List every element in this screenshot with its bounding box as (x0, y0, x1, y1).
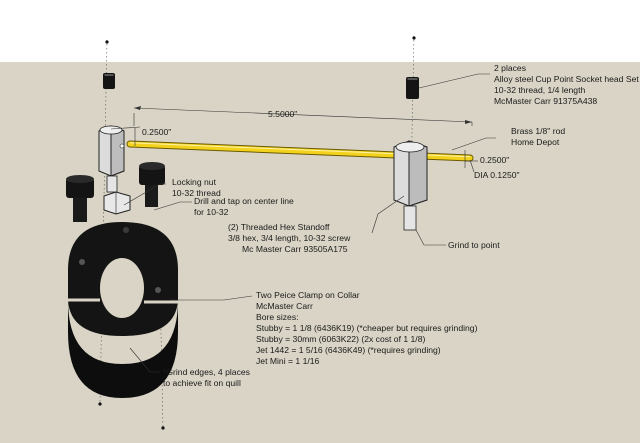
guide-point (161, 426, 165, 430)
dim-rod-length-text: 5.5000" (268, 109, 297, 119)
svg-text:McMaster Carr 91375A438: McMaster Carr 91375A438 (494, 96, 597, 106)
label-drill-tap: Drill and tap on center line for 10-32 (194, 196, 294, 217)
guide-point (105, 40, 109, 44)
dimension-rod-length: 5.5000" (133, 106, 473, 126)
svg-text:Alloy steel Cup Point Socket h: Alloy steel Cup Point Socket head Set S (494, 74, 640, 84)
svg-text:10-32 thread: 10-32 thread (172, 188, 221, 198)
svg-text:Grind to point: Grind to point (448, 240, 500, 250)
set-screw-right[interactable] (406, 77, 419, 99)
dim-offset-left-text: 0.2500" (142, 127, 171, 137)
svg-text:Brass 1/8" rod: Brass 1/8" rod (511, 126, 565, 136)
label-grind-edges: *Grind edges, 4 places to achieve fit on… (163, 367, 250, 388)
svg-text:Stubby = 30mm (6063K22) (2x co: Stubby = 30mm (6063K22) (2x cost of 1 1/… (256, 334, 425, 344)
svg-text:Drill and tap on center line: Drill and tap on center line (194, 196, 294, 206)
guide-point (98, 402, 102, 406)
set-screw-left[interactable] (103, 73, 115, 89)
svg-text:Jet Mini = 1 1/16: Jet Mini = 1 1/16 (256, 356, 320, 366)
hex-standoff-right[interactable] (393, 140, 428, 231)
svg-text:10-32 thread, 1/4 length: 10-32 thread, 1/4 length (494, 85, 585, 95)
label-set-screw: 2 places Alloy steel Cup Point Socket he… (494, 63, 640, 106)
svg-text:Stubby = 1 1/8 (6436K19) (*che: Stubby = 1 1/8 (6436K19) (*cheaper but r… (256, 323, 478, 333)
cap-screw-left[interactable] (66, 175, 94, 222)
svg-text:to achieve fit on quill: to achieve fit on quill (163, 378, 241, 388)
svg-text:*Grind edges, 4 places: *Grind edges, 4 places (163, 367, 250, 377)
svg-text:Bore sizes:: Bore sizes: (256, 312, 299, 322)
svg-text:(2) Threaded Hex Standoff: (2) Threaded Hex Standoff (228, 222, 330, 232)
cap-screw-right[interactable] (139, 162, 165, 207)
guide-point (412, 36, 416, 40)
dim-diameter-text: DIA 0.1250" (474, 170, 520, 180)
label-brass-rod: Brass 1/8" rod Home Depot (511, 126, 565, 147)
svg-text:Home Depot: Home Depot (511, 137, 560, 147)
locking-nut[interactable] (103, 191, 131, 215)
svg-text:3/8 hex, 3/4 length, 10-32 scr: 3/8 hex, 3/4 length, 10-32 screw (228, 233, 351, 243)
label-hex-standoff: (2) Threaded Hex Standoff 3/8 hex, 3/4 l… (228, 222, 351, 254)
label-locking-nut: Locking nut 10-32 thread (172, 177, 221, 198)
dimension-offset-left: 0.2500" (110, 126, 171, 146)
svg-text:Jet 1442 = 1 5/16 (6436K49) (*: Jet 1442 = 1 5/16 (6436K49) (*requires g… (256, 345, 441, 355)
hex-standoff-left[interactable] (98, 125, 125, 193)
svg-text:for 10-32: for 10-32 (194, 207, 229, 217)
leader-lines (123, 73, 496, 373)
center-line-left (99, 39, 108, 406)
dimension-diameter: DIA 0.1250" (469, 159, 520, 180)
svg-text:Mc Master Carr 93505A175: Mc Master Carr 93505A175 (242, 244, 348, 254)
svg-text:McMaster Carr: McMaster Carr (256, 301, 313, 311)
label-clamp: Two Peice Clamp on Collar McMaster Carr … (256, 290, 478, 366)
svg-text:Two Peice Clamp on Collar: Two Peice Clamp on Collar (256, 290, 360, 300)
label-grind-point: Grind to point (448, 240, 500, 250)
dimension-offset-right: 0.2500" (464, 150, 509, 168)
center-line-right (409, 35, 415, 233)
svg-text:Locking nut: Locking nut (172, 177, 217, 187)
clamp-collar[interactable] (68, 222, 178, 398)
svg-text:2 places: 2 places (494, 63, 526, 73)
dim-offset-right-text: 0.2500" (480, 155, 509, 165)
